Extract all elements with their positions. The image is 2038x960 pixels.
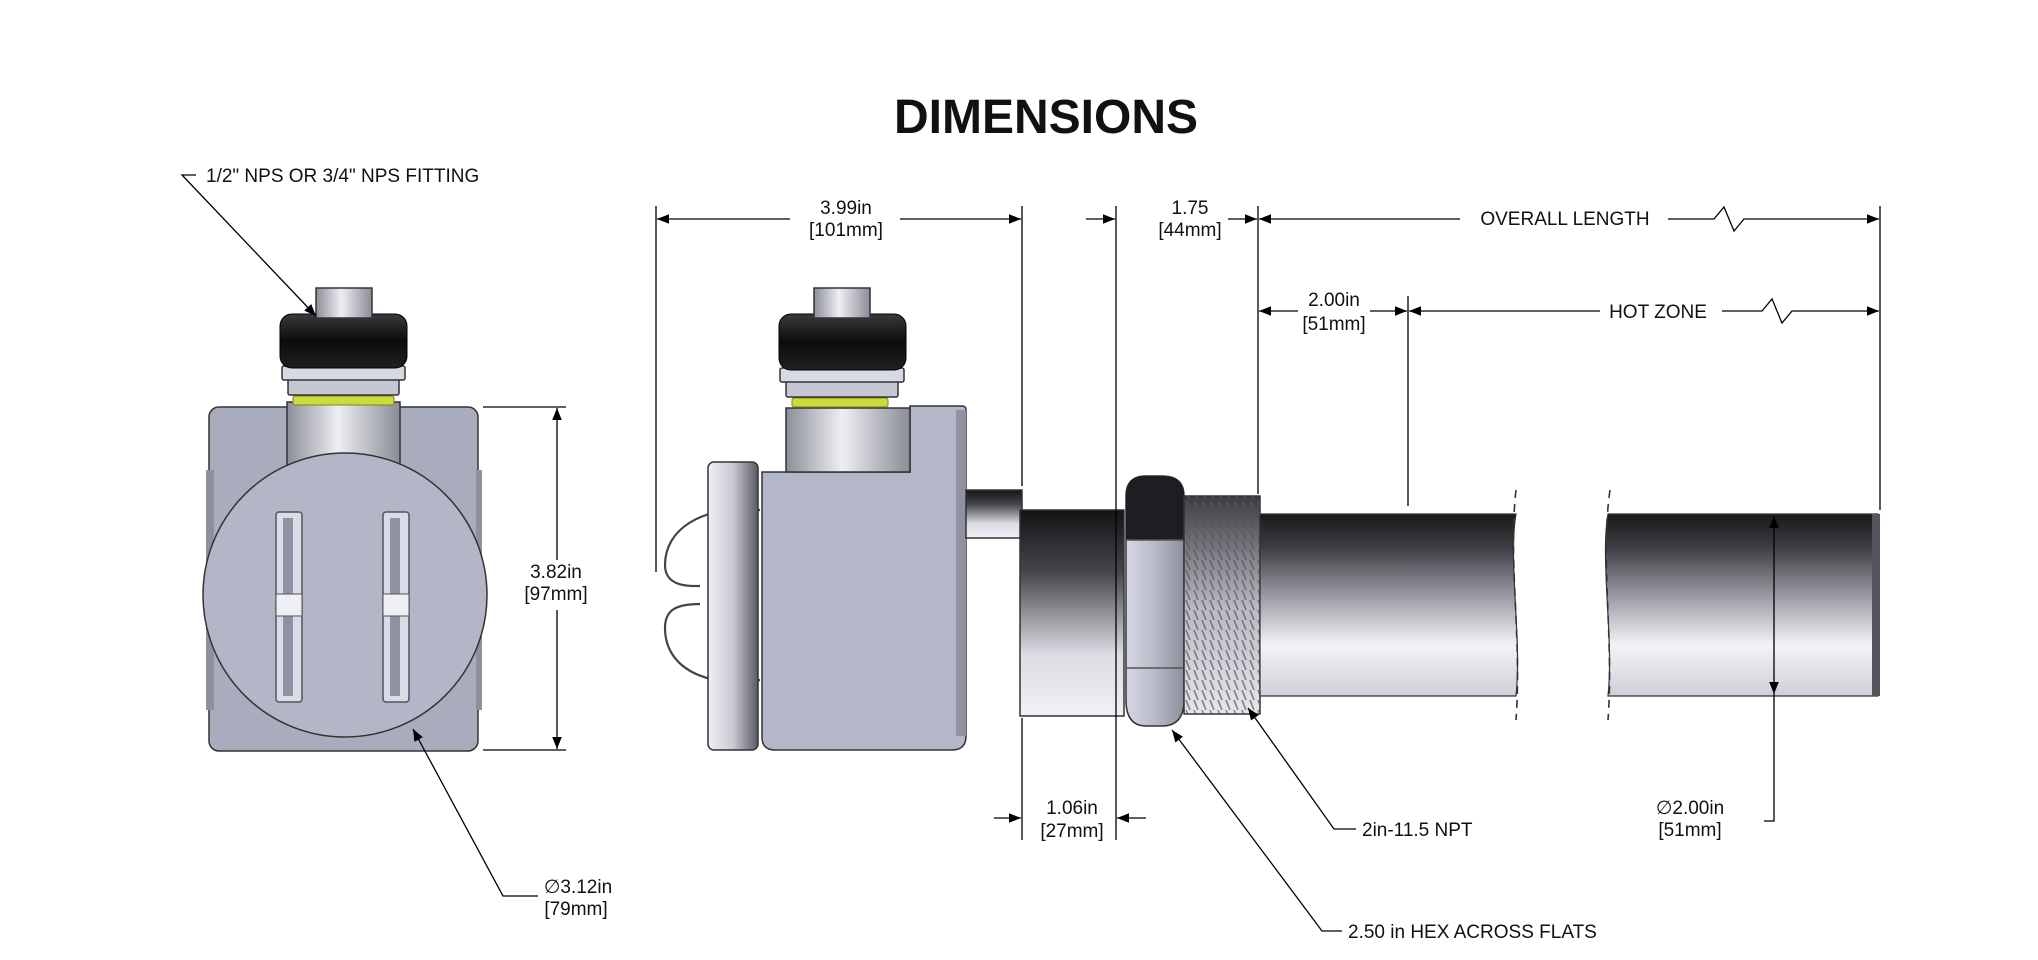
hex-gap-in-label: 1.75 [1172, 198, 1209, 219]
end-view-round-cover [202, 452, 488, 738]
thread-label: 2in-11.5 NPT [1362, 820, 1473, 841]
neck-in-label: 1.06in [1046, 798, 1098, 819]
cold-in-label: 2.00in [1308, 290, 1360, 311]
end-view-seal-ring [292, 395, 395, 406]
neck-mm-label: [27mm] [1040, 821, 1103, 842]
side-view-neck-tube [1019, 509, 1125, 717]
side-view-tube-right [1604, 513, 1879, 697]
side-view-fitting-neck [785, 407, 911, 473]
side-view-thread-pattern [1184, 496, 1260, 714]
side-view-housing-edge [956, 410, 966, 736]
hex-gap-mm-label: [44mm] [1158, 220, 1221, 241]
end-view-slot-right-bar [382, 593, 410, 617]
cover-diameter-leader [412, 728, 538, 897]
housing-width-dimension: 3.99in [101mm] [655, 198, 1023, 572]
tube-diameter-mm-label: [51mm] [1658, 820, 1721, 841]
height-dimension: 3.82in [97mm] [483, 406, 588, 751]
fitting-callout: 1/2" NPS OR 3/4" NPS FITTING [180, 166, 479, 317]
overall-length-label: OVERALL LENGTH [1480, 209, 1649, 230]
fitting-leader-line [180, 174, 317, 317]
tube-diameter-in-label: ∅2.00in [1656, 798, 1724, 819]
side-view-break-line-left [1512, 489, 1519, 721]
fitting-label: 1/2" NPS OR 3/4" NPS FITTING [206, 166, 479, 187]
side-view-seal-ring [791, 397, 889, 408]
side-view-spacer [965, 489, 1023, 539]
hex-flats-callout: 2.50 in HEX ACROSS FLATS [1171, 729, 1597, 943]
side-view-flange [707, 461, 759, 751]
end-view [202, 287, 488, 752]
side-view-tube-end [1872, 514, 1880, 696]
thread-leader [1247, 707, 1356, 830]
cover-diameter-mm-label: [79mm] [544, 899, 607, 920]
hex-flats-leader [1171, 729, 1342, 932]
height-mm-label: [97mm] [524, 584, 587, 605]
tube-diameter-leader [1764, 694, 1775, 822]
page-title: DIMENSIONS [894, 91, 1198, 144]
hot-zone-arrow-right [1722, 297, 1879, 325]
hex-flats-label: 2.50 in HEX ACROSS FLATS [1348, 922, 1597, 943]
hot-zone-label: HOT ZONE [1609, 302, 1707, 323]
cold-mm-label: [51mm] [1302, 314, 1365, 335]
side-view-black-cap [778, 313, 907, 371]
side-view-stem [813, 287, 871, 319]
housing-width-mm-label: [101mm] [809, 220, 883, 241]
end-view-black-cap [279, 313, 408, 369]
tube-diameter-dimension: ∅2.00in [51mm] [1656, 516, 1779, 841]
side-view-housing [761, 405, 967, 751]
cover-diameter-in-value: 3.12in [560, 877, 612, 898]
end-view-slot-left-bar [275, 593, 303, 617]
overall-length-dimension: OVERALL LENGTH [1259, 205, 1881, 510]
hex-gap-dimension: 1.75 [44mm] [1086, 198, 1259, 840]
end-view-stem [315, 287, 373, 319]
side-view-hex-nut-dark-face [1126, 476, 1184, 540]
side-view [663, 287, 1880, 751]
side-view-tube-left [1259, 513, 1519, 697]
height-in-label: 3.82in [530, 562, 582, 583]
housing-width-in-label: 3.99in [820, 198, 872, 219]
thread-callout: 2in-11.5 NPT [1247, 707, 1473, 841]
side-view-break-line-right [1605, 489, 1611, 721]
overall-length-arrow-right [1668, 205, 1879, 233]
neck-dimension: 1.06in [27mm] [994, 718, 1146, 842]
cover-diameter-callout: ∅3.12in [79mm] [412, 728, 612, 920]
tube-diameter-in-value: 2.00in [1672, 798, 1724, 819]
cover-diameter-in-label: ∅3.12in [544, 877, 612, 898]
hot-zone-dimension: 2.00in [51mm] HOT ZONE [1259, 290, 1879, 506]
